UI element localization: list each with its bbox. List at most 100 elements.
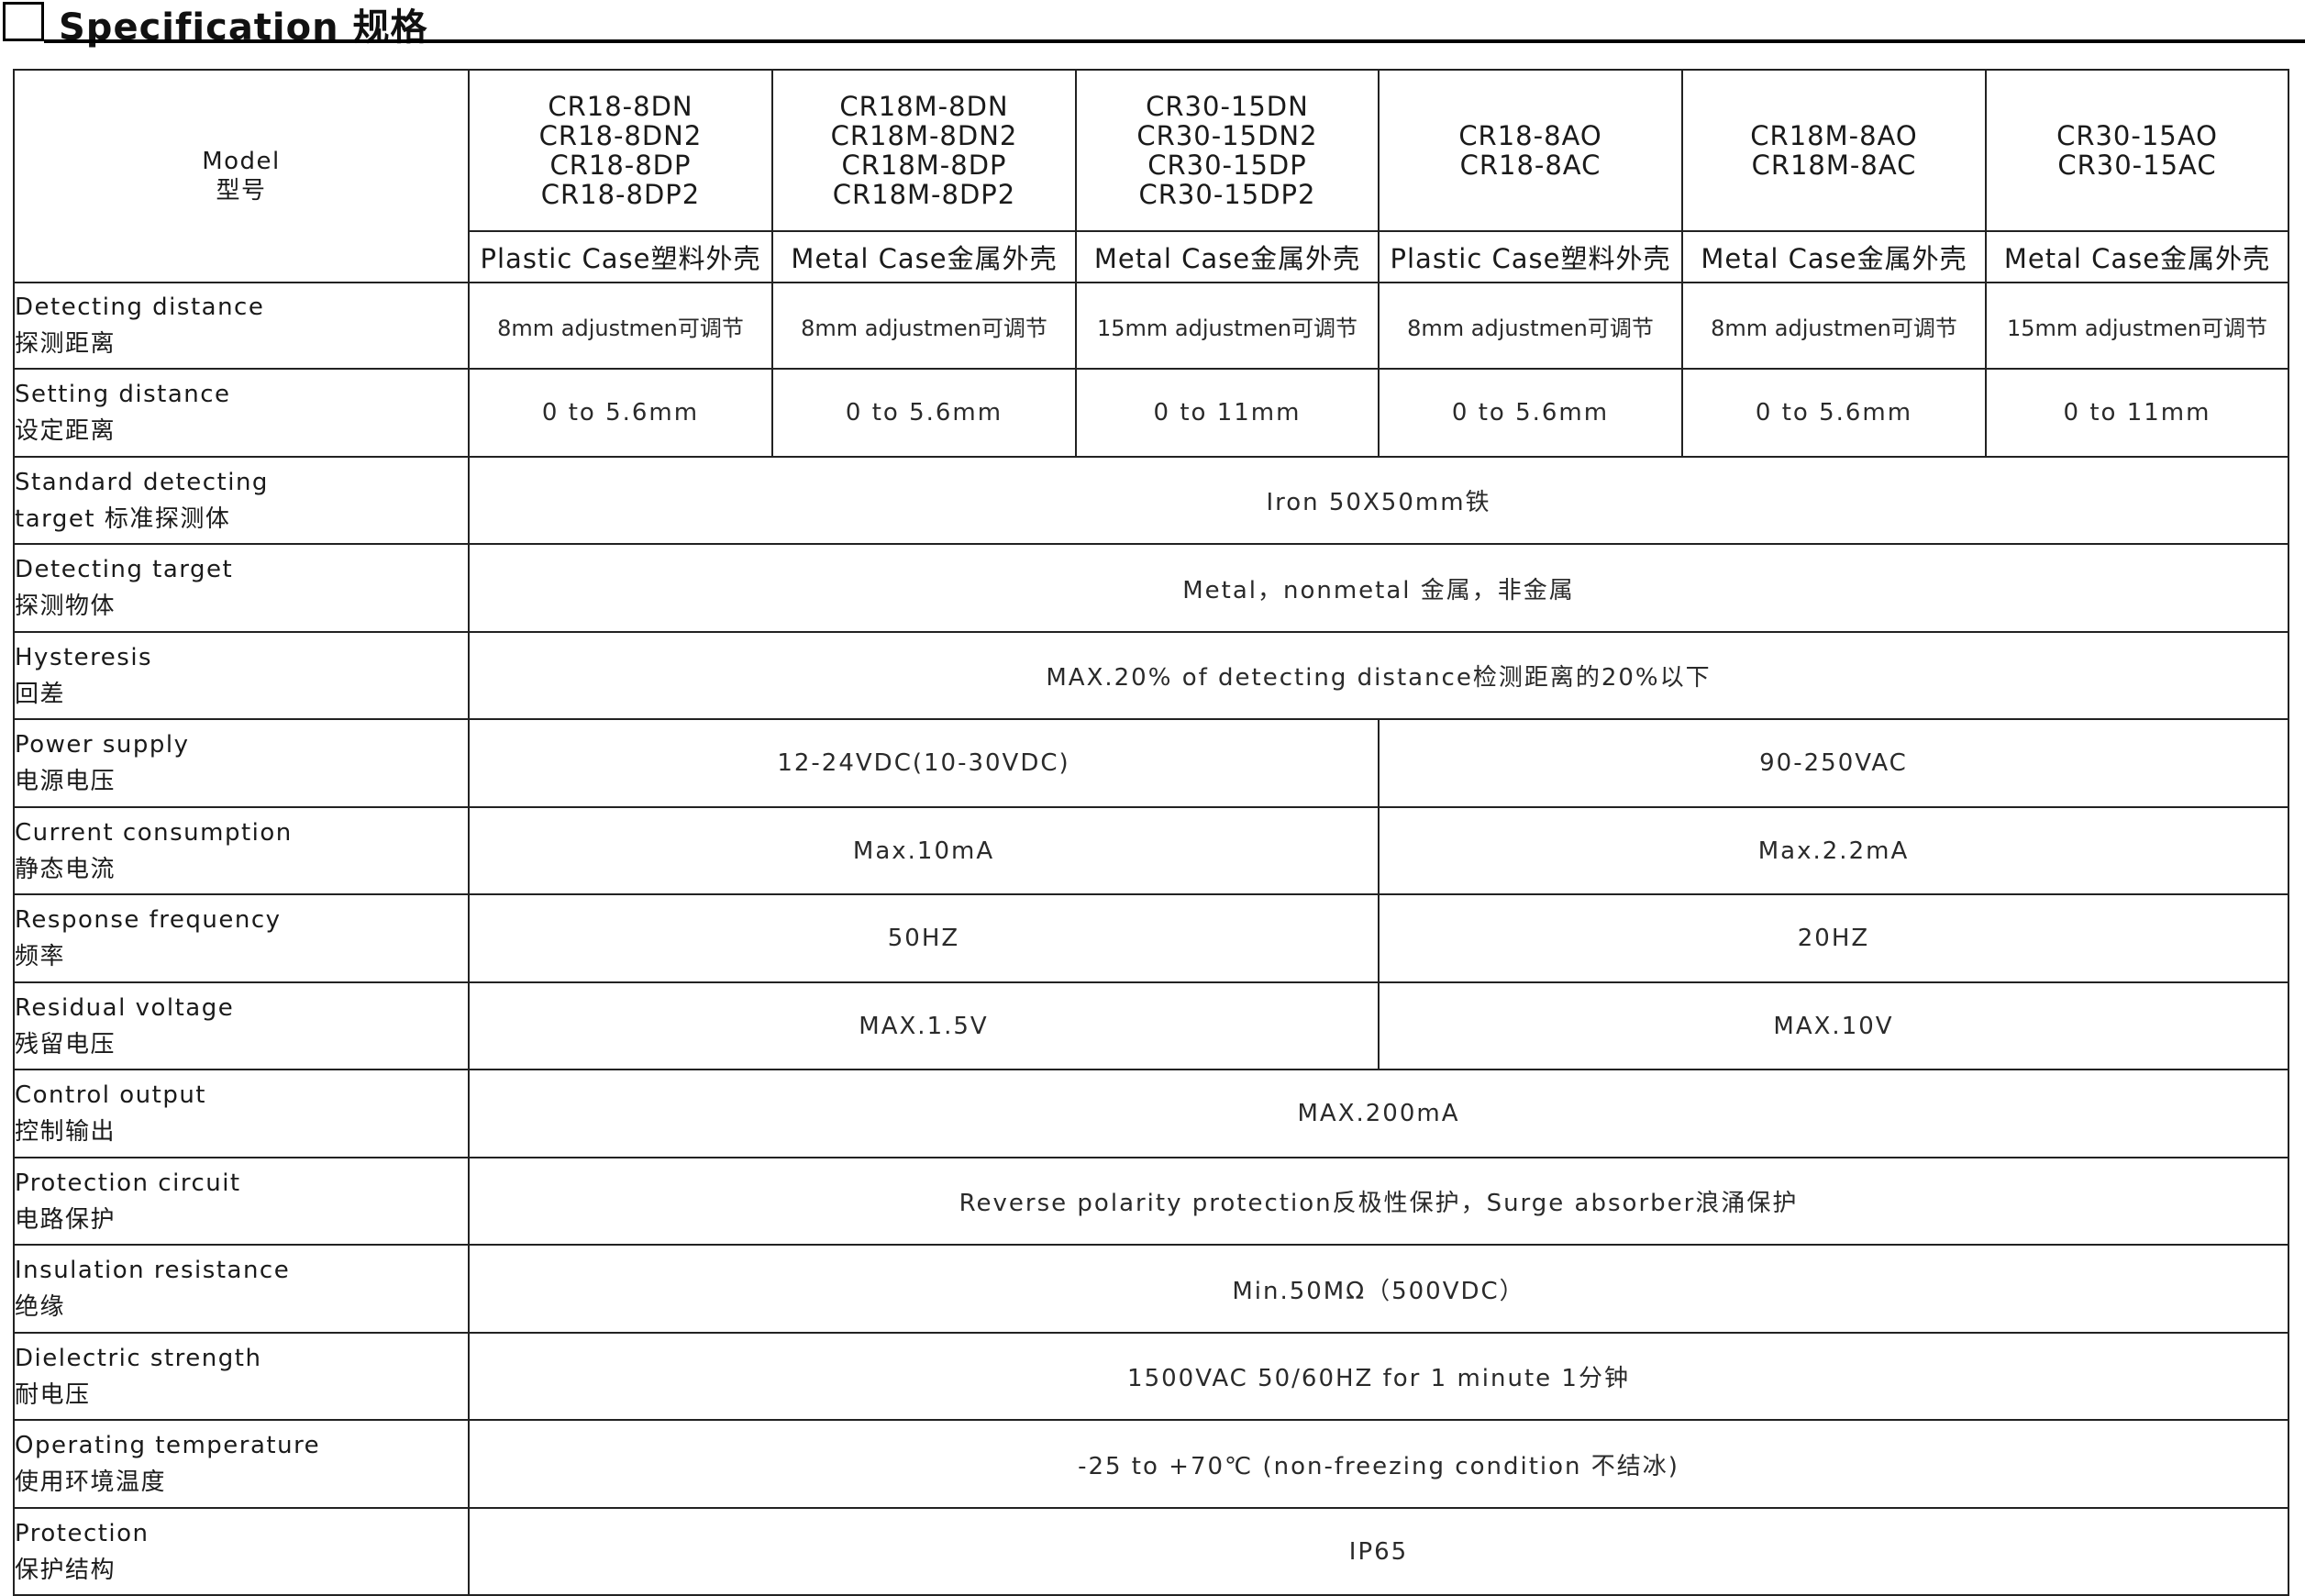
table-row-response-frequency: Response frequency 频率 50HZ 20HZ bbox=[13, 893, 2289, 983]
table-row-protection-circuit: Protection circuit 电路保护 Reverse polarity… bbox=[13, 1157, 2289, 1246]
specification-table: Model 型号 CR18-8DN CR18-8DN2 CR18-8DP CR1… bbox=[13, 69, 2289, 1596]
table-row-insulation-resistance: Insulation resistance 绝缘 Min.50MΩ（500VDC… bbox=[13, 1244, 2289, 1334]
table-row-hysteresis: Hysteresis 回差 MAX.20% of detecting dista… bbox=[13, 631, 2289, 720]
value-cell-dc: MAX.1.5V bbox=[468, 981, 1380, 1070]
row-label: Current consumption 静态电流 bbox=[13, 806, 470, 895]
row-label: Standard detecting target 标准探测体 bbox=[13, 456, 470, 545]
row-label-en: Setting distance bbox=[15, 381, 231, 408]
table-row-operating-temperature: Operating temperature 使用环境温度 -25 to +70℃… bbox=[13, 1419, 2289, 1509]
model-group-cell: CR18M-8DN CR18M-8DN2 CR18M-8DP CR18M-8DP… bbox=[771, 69, 1077, 232]
row-label: Setting distance 设定距离 bbox=[13, 368, 470, 458]
case-cell: Plastic Case塑料外壳 bbox=[468, 230, 773, 283]
row-label: Dielectric strength 耐电压 bbox=[13, 1332, 470, 1421]
value-cell: MAX.200mA bbox=[468, 1069, 2289, 1158]
model-label-cell: Model 型号 bbox=[13, 69, 470, 283]
model-name: CR30-15DP2 bbox=[1138, 179, 1316, 210]
row-label-en: Control output bbox=[15, 1081, 207, 1109]
row-label-cn: 控制输出 bbox=[15, 1118, 116, 1146]
value-cell: Iron 50X50mm铁 bbox=[468, 456, 2289, 545]
table-row-dielectric-strength: Dielectric strength 耐电压 1500VAC 50/60HZ … bbox=[13, 1332, 2289, 1421]
model-name: CR18-8DP bbox=[549, 150, 692, 181]
row-label: Insulation resistance 绝缘 bbox=[13, 1244, 470, 1334]
row-label-cn: 保护结构 bbox=[15, 1556, 116, 1584]
model-name: CR30-15DP bbox=[1147, 150, 1307, 181]
model-group-cell: CR18-8DN CR18-8DN2 CR18-8DP CR18-8DP2 bbox=[468, 69, 773, 232]
row-label-cn: 设定距离 bbox=[15, 417, 116, 445]
value-cell: 8mm adjustmen可调节 bbox=[1378, 282, 1683, 370]
row-label-cn: 耐电压 bbox=[15, 1380, 91, 1409]
model-name: CR30-15AC bbox=[2057, 150, 2217, 181]
table-row-standard-target: Standard detecting target 标准探测体 Iron 50X… bbox=[13, 456, 2289, 545]
row-label-cn: 频率 bbox=[15, 943, 66, 970]
value-cell: 1500VAC 50/60HZ for 1 minute 1分钟 bbox=[468, 1332, 2289, 1421]
table-row-models: Model 型号 CR18-8DN CR18-8DN2 CR18-8DP CR1… bbox=[13, 69, 2289, 283]
model-name: CR18M-8AO bbox=[1750, 120, 1918, 151]
row-label-en: Current consumption bbox=[15, 818, 293, 847]
row-label-cn: 绝缘 bbox=[15, 1293, 66, 1321]
value-cell: IP65 bbox=[468, 1507, 2289, 1596]
value-cell: 0 to 11mm bbox=[1985, 368, 2289, 458]
value-cell: 15mm adjustmen可调节 bbox=[1985, 282, 2289, 370]
model-name: CR18-8DN bbox=[548, 91, 693, 122]
table-row-protection: Protection 保护结构 IP65 bbox=[13, 1507, 2289, 1596]
model-label-en: Model bbox=[202, 148, 281, 175]
model-name: CR18-8DP2 bbox=[540, 179, 701, 210]
table-row-detecting-distance: Detecting distance 探测距离 8mm adjustmen可调节… bbox=[13, 282, 2289, 370]
value-cell-ac: MAX.10V bbox=[1378, 981, 2289, 1070]
case-cell: Metal Case金属外壳 bbox=[1985, 230, 2289, 283]
row-label: Response frequency 频率 bbox=[13, 893, 470, 983]
table-row-detecting-target: Detecting target 探测物体 Metal，nonmetal 金属，… bbox=[13, 543, 2289, 633]
table-row-current-consumption: Current consumption 静态电流 Max.10mA Max.2.… bbox=[13, 806, 2289, 895]
value-cell: MAX.20% of detecting distance检测距离的20%以下 bbox=[468, 631, 2289, 720]
value-cell: 0 to 5.6mm bbox=[468, 368, 773, 458]
case-cell: Metal Case金属外壳 bbox=[1681, 230, 1987, 283]
header-rule bbox=[44, 39, 2305, 43]
value-cell: 8mm adjustmen可调节 bbox=[1681, 282, 1987, 370]
value-cell: Reverse polarity protection反极性保护，Surge a… bbox=[468, 1157, 2289, 1246]
row-label-cn: 残留电压 bbox=[15, 1030, 116, 1058]
value-cell: Metal，nonmetal 金属，非金属 bbox=[468, 543, 2289, 633]
row-label-en: Protection circuit bbox=[15, 1169, 241, 1197]
value-cell: 0 to 5.6mm bbox=[1378, 368, 1683, 458]
row-label-cn: target 标准探测体 bbox=[15, 504, 231, 533]
model-name: CR30-15AO bbox=[2056, 120, 2218, 151]
row-label-en: Hysteresis bbox=[15, 643, 153, 671]
value-cell: 0 to 11mm bbox=[1075, 368, 1380, 458]
table-row-setting-distance: Setting distance 设定距离 0 to 5.6mm 0 to 5.… bbox=[13, 368, 2289, 458]
row-label-en: Residual voltage bbox=[15, 993, 235, 1022]
value-cell-dc: 50HZ bbox=[468, 893, 1380, 983]
value-cell: -25 to +70℃ (non-freezing condition 不结冰) bbox=[468, 1419, 2289, 1509]
row-label-cn: 使用环境温度 bbox=[15, 1469, 167, 1496]
table-row-residual-voltage: Residual voltage 残留电压 MAX.1.5V MAX.10V bbox=[13, 981, 2289, 1070]
row-label-cn: 探测距离 bbox=[15, 330, 116, 358]
model-name: CR18-8DN2 bbox=[538, 120, 703, 151]
row-label-cn: 电路保护 bbox=[15, 1205, 116, 1234]
row-label-en: Standard detecting bbox=[15, 468, 269, 496]
value-cell-dc: 12-24VDC(10-30VDC) bbox=[468, 718, 1380, 808]
row-label: Power supply 电源电压 bbox=[13, 718, 470, 808]
row-label-en: Dielectric strength bbox=[15, 1344, 262, 1372]
value-cell: 8mm adjustmen可调节 bbox=[771, 282, 1077, 370]
checkbox-square-icon bbox=[3, 2, 44, 41]
model-name: CR18-8AC bbox=[1459, 150, 1601, 181]
case-cell: Metal Case金属外壳 bbox=[1075, 230, 1380, 283]
row-label: Detecting distance 探测距离 bbox=[13, 282, 470, 370]
value-cell-ac: 90-250VAC bbox=[1378, 718, 2289, 808]
row-label-cn: 电源电压 bbox=[15, 768, 116, 795]
value-cell: Min.50MΩ（500VDC） bbox=[468, 1244, 2289, 1334]
row-label-en: Protection bbox=[15, 1519, 150, 1547]
model-group-cell: CR30-15AO CR30-15AC bbox=[1985, 69, 2289, 232]
model-name: CR18M-8DP2 bbox=[832, 179, 1016, 210]
value-cell: 0 to 5.6mm bbox=[771, 368, 1077, 458]
model-group-cell: CR30-15DN CR30-15DN2 CR30-15DP CR30-15DP… bbox=[1075, 69, 1380, 232]
row-label: Control output 控制输出 bbox=[13, 1069, 470, 1158]
model-name: CR18-8AO bbox=[1458, 120, 1602, 151]
value-cell: 0 to 5.6mm bbox=[1681, 368, 1987, 458]
row-label-en: Insulation resistance bbox=[15, 1257, 291, 1284]
table-row-control-output: Control output 控制输出 MAX.200mA bbox=[13, 1069, 2289, 1158]
model-label-cn: 型号 bbox=[216, 177, 267, 205]
row-label-en: Response frequency bbox=[15, 906, 282, 934]
row-label-en: Operating temperature bbox=[15, 1432, 321, 1459]
section-header: Specification 规格 bbox=[0, 0, 2305, 49]
row-label: Operating temperature 使用环境温度 bbox=[13, 1419, 470, 1509]
